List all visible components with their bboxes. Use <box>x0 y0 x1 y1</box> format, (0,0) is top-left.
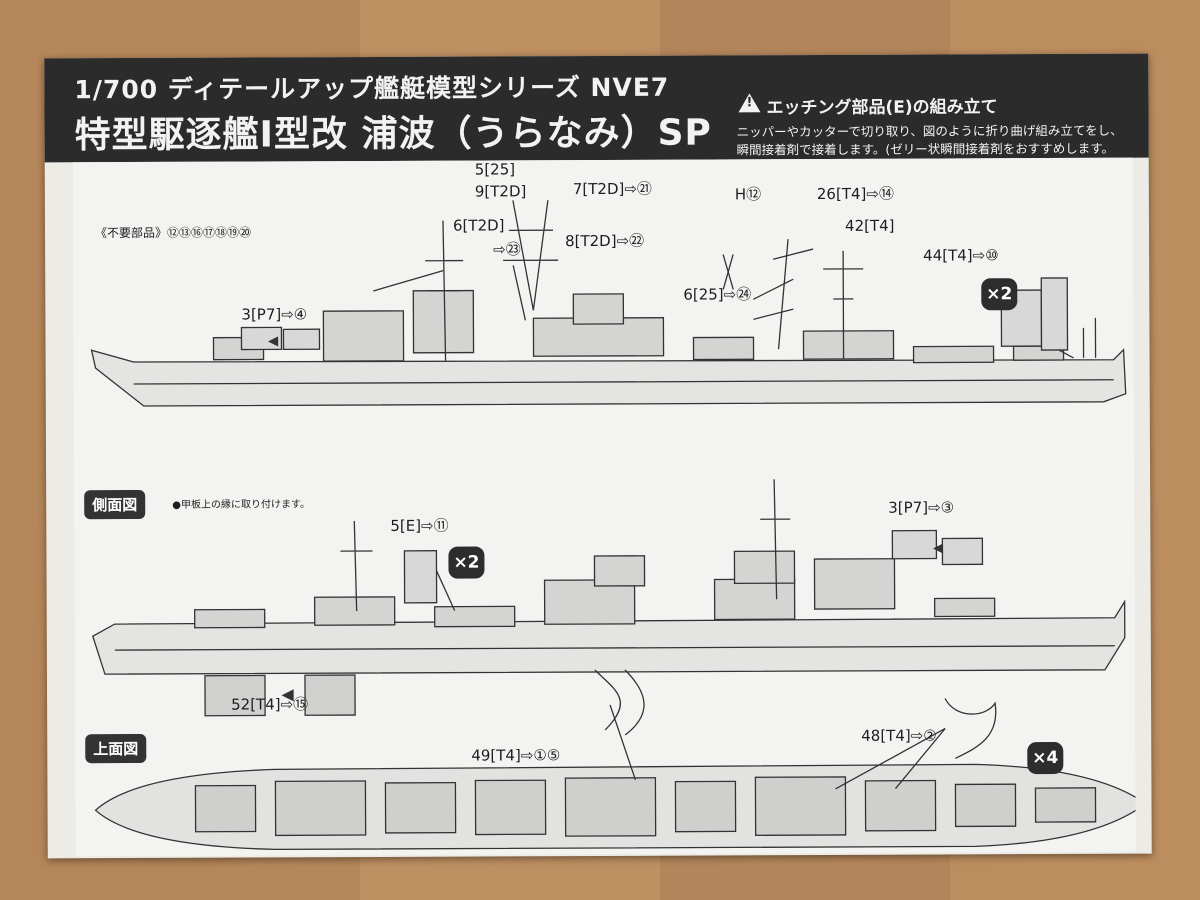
part-label: 7[T2D]⇨㉑ <box>572 179 652 199</box>
part-label: H⑫ <box>734 185 762 204</box>
side-view-2-superstructure <box>194 550 996 629</box>
side-view-title: 側面図 <box>84 489 146 520</box>
warning-icon: ! <box>738 93 761 113</box>
diagram-panel: 《不要部品》⑫⑬⑯⑰⑱⑲⑳ 5[25] 9[T2D] 7[T2D]⇨㉑ 6[T2… <box>72 157 1136 857</box>
quantity-badge: ×4 <box>1027 741 1064 775</box>
part-label: 52[T4]⇨⑮ <box>231 695 309 714</box>
part-label: 3[P7]⇨④ <box>241 305 308 324</box>
instruction-line-2: 瞬間接着剤で接着します。(ゼリー状瞬間接着剤をおすすめします。 <box>736 140 1115 158</box>
part-label: 8[T2D]⇨㉒ <box>565 231 645 251</box>
top-view-title: 上面図 <box>85 733 147 764</box>
unused-parts-list: 《不要部品》⑫⑬⑯⑰⑱⑲⑳ <box>94 225 252 241</box>
part-label: 48[T4]⇨② <box>861 726 937 745</box>
side-view-1-superstructure <box>212 289 1065 364</box>
part-label: 5[25] <box>474 160 516 179</box>
ship-diagrams <box>90 200 1136 851</box>
side-view-1-hull <box>90 348 1127 407</box>
sheet-header: 1/700 ディテールアップ艦艇模型シリーズ NVE7 特型駆逐艦Ⅰ型改 浦波（… <box>44 53 1149 163</box>
ship-name-title: 特型駆逐艦Ⅰ型改 浦波（うらなみ）SP <box>74 112 712 157</box>
side-view-note: ●甲板上の縁に取り付けます。 <box>172 499 310 511</box>
side-view-2-hull <box>91 599 1126 675</box>
instruction-sheet: 1/700 ディテールアップ艦艇模型シリーズ NVE7 特型駆逐艦Ⅰ型改 浦波（… <box>44 53 1152 859</box>
part-label: 42[T4] <box>844 216 895 235</box>
quantity-badge: ×2 <box>981 278 1018 311</box>
part-label: 5[E]⇨⑪ <box>390 516 449 535</box>
part-label: 49[T4]⇨①⑤ <box>471 746 561 765</box>
top-view-deck-fittings <box>194 776 1097 837</box>
etching-assembly-title: エッチング部品(E)の組み立て <box>766 97 998 119</box>
series-title: 1/700 ディテールアップ艦艇模型シリーズ NVE7 <box>74 72 670 105</box>
part-label: 6[25]⇨㉔ <box>683 285 752 304</box>
part-label: 9[T2D] <box>474 182 527 201</box>
quantity-badge: ×2 <box>448 546 485 579</box>
part-label: 26[T4]⇨⑭ <box>816 184 894 204</box>
part-label: 6[T2D] <box>452 216 505 235</box>
part-label: 3[P7]⇨③ <box>888 498 955 517</box>
part-label: 44[T4]⇨⑩ <box>923 246 999 265</box>
part-label: ⇨㉓ <box>493 240 521 259</box>
